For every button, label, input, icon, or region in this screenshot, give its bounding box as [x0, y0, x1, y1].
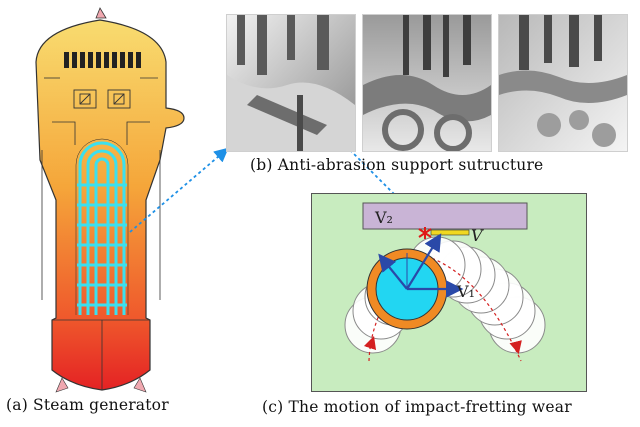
label-v2: V₂: [374, 208, 393, 227]
impact-fretting-diagram: V₂ V V₁: [344, 202, 546, 362]
support-photo-2: [362, 14, 492, 152]
inlet-nozzle-right: [133, 377, 147, 393]
tube-bundle: [77, 141, 127, 315]
top-nozzle: [95, 7, 107, 19]
steam-generator-diagram: [35, 7, 185, 393]
support-bar: [362, 202, 528, 230]
support-photo-3: [498, 14, 628, 152]
velocity-arrow-up: [406, 233, 442, 290]
support-photo-1: [226, 14, 356, 152]
velocity-arrow-left: [378, 253, 408, 290]
dryer-boxes: [73, 89, 131, 109]
inlet-nozzle-left: [55, 377, 69, 393]
label-v1: V₁: [456, 282, 475, 301]
steam-separators: [64, 52, 141, 68]
caption-steam-generator: (a) Steam generator: [6, 396, 169, 414]
caption-impact-fretting-motion: (c) The motion of impact-fretting wear: [262, 398, 572, 416]
caption-anti-abrasion-support: (b) Anti-abrasion support sutructure: [250, 156, 544, 174]
label-v: V: [471, 226, 484, 245]
flow-lines: [41, 77, 161, 300]
